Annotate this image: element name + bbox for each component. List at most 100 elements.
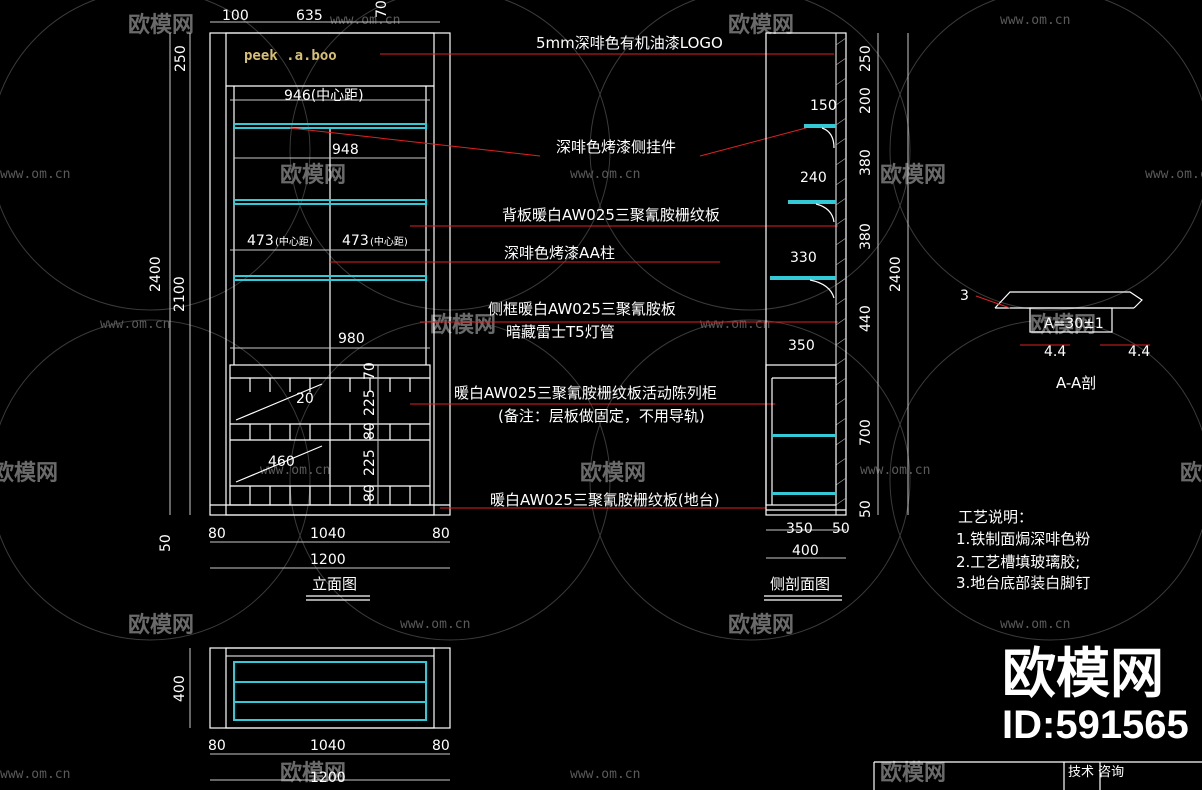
wm-url: www.om.cn [1145,167,1202,182]
dim-460: 460 [268,454,295,470]
detail-dim-a: A=30±1 [1044,316,1104,332]
dim-225-a: 225 [362,389,378,416]
dim-946: 946(中心距) [284,88,364,104]
watermark-texts: 欧模网 www.om.cn 欧模网 www.om.cn www.om.cn 欧模… [0,12,1202,786]
wm-url: www.om.cn [860,463,930,478]
wm-cn: 欧模网 [728,612,794,638]
dim-100: 100 [222,8,249,24]
dim-1040: 1040 [310,526,346,542]
dim-1200: 1200 [310,552,346,568]
sec-dim-50: 50 [858,500,874,518]
brand-overlay: 欧模网 ID:591565 [1002,644,1189,747]
sec-dim-400: 400 [792,543,819,559]
sec-dim-700: 700 [858,419,874,446]
dim-80-a: 80 [362,422,378,440]
detail-dim-4-4-left: 4.4 [1044,344,1066,360]
sec-dim-2400: 2400 [888,256,904,292]
annotation-t5-lamp: 暗藏雷士T5灯管 [506,323,615,341]
dim-980: 980 [338,331,365,347]
sec-dim-50-bottom: 50 [832,521,850,537]
annotation-back-panel: 背板暖白AW025三聚氰胺栅纹板 [502,206,720,224]
annotation-shelf-note: (备注：层板做固定，不用导轨) [498,407,705,425]
wm-cn: 欧模网 [728,12,794,38]
wm-cn: 欧模网 [1030,312,1096,338]
title-block: 技术 咨询 [873,761,1202,790]
wm-cn: 欧模网 [280,760,346,786]
sec-dim-380-b: 380 [858,223,874,250]
plan-dim-80-left: 80 [208,738,226,754]
wm-url: www.om.cn [400,617,470,632]
section-title: 侧剖面图 [770,575,830,593]
wm-url: www.om.cn [0,167,70,182]
annotations: 5mm深啡色有机油漆LOGO 深啡色烤漆侧挂件 背板暖白AW025三聚氰胺栅纹板… [289,34,838,509]
wm-cn: 欧模网 [128,12,194,38]
sec-dim-200: 200 [858,87,874,114]
logo-text: peek .a.boo [244,48,337,64]
annotation-logo: 5mm深啡色有机油漆LOGO [536,34,723,52]
notes-item-1: 1.铁制面焗深啡色粉 [956,530,1090,548]
detail-dim-3: 3 [960,288,969,304]
dim-473-left-note: (中心距) [275,235,313,248]
elevation-title: 立面图 [312,575,357,593]
dim-635: 635 [296,8,323,24]
dim-70-inner: 70 [362,362,378,380]
wm-cn: 欧模网 [880,162,946,188]
wm-url: www.om.cn [260,463,330,478]
sec-dim-240: 240 [800,170,827,186]
plan-view: 400 80 1040 80 1200 [172,647,451,786]
wm-cn: 欧模网 [580,460,646,486]
dim-250: 250 [173,45,189,72]
wm-url: www.om.cn [100,317,170,332]
sec-dim-440: 440 [858,305,874,332]
detail-aa: 3 A=30±1 4.4 4.4 A-A剖 [960,288,1150,392]
wm-url: www.om.cn [0,767,70,782]
notes-heading: 工艺说明： [958,508,1033,526]
wm-cn: 欧模网 [1180,460,1202,486]
wm-cn: 欧模网 [280,162,346,188]
dim-948: 948 [332,142,359,158]
wm-cn: 欧模网 [430,312,496,338]
dim-70: 70 [374,0,390,18]
sec-dim-350: 350 [788,338,815,354]
dim-50: 50 [158,534,174,552]
wm-cn: 欧模网 [128,612,194,638]
wm-url: www.om.cn [1000,13,1070,28]
dim-2100: 2100 [172,276,188,312]
dim-80-right: 80 [432,526,450,542]
wm-url: www.om.cn [330,13,400,28]
wm-cn: 欧模网 [880,760,946,786]
notes-item-2: 2.工艺槽填玻璃胶; [956,553,1080,571]
wm-url: www.om.cn [570,167,640,182]
dim-80-b: 80 [362,484,378,502]
sec-dim-250: 250 [858,45,874,72]
wm-cn: 欧模网 [0,460,58,486]
annotation-display-cabinet: 暖白AW025三聚氰胺栅纹板活动陈列柜 [454,384,717,402]
dim-473-right-note: (中心距) [370,235,408,248]
sec-dim-330: 330 [790,250,817,266]
dim-225-b: 225 [362,449,378,476]
plan-dim-400: 400 [172,675,188,702]
sec-dim-380-a: 380 [858,149,874,176]
brand-id: ID:591565 [1002,703,1189,747]
dim-20: 20 [296,391,314,407]
annotation-platform: 暖白AW025三聚氰胺栅纹板(地台) [490,491,720,509]
detail-dim-4-4-right: 4.4 [1128,344,1150,360]
detail-title: A-A剖 [1056,374,1096,392]
dim-80-left: 80 [208,526,226,542]
section-view: 150 240 330 350 250 200 380 380 440 700 … [764,32,909,601]
title-block-text: 技术 咨询 [1068,765,1124,780]
plan-dim-80-right: 80 [432,738,450,754]
wm-url: www.om.cn [1000,617,1070,632]
dim-473-right: 473 [342,233,369,249]
wm-url: www.om.cn [570,767,640,782]
dim-2400: 2400 [148,256,164,292]
elevation-view: peek .a.boo 100 635 70 250 2400 2100 50 … [148,0,451,601]
dim-473-left: 473 [247,233,274,249]
annotation-side-hanger: 深啡色烤漆侧挂件 [556,138,676,156]
annotation-aa-column: 深啡色烤漆AA柱 [504,244,615,262]
wm-url: www.om.cn [700,317,770,332]
plan-dim-1200: 1200 [310,770,346,786]
annotation-side-frame: 侧框暖白AW025三聚氰胺板 [488,300,676,318]
sec-dim-350-bottom: 350 [786,521,813,537]
